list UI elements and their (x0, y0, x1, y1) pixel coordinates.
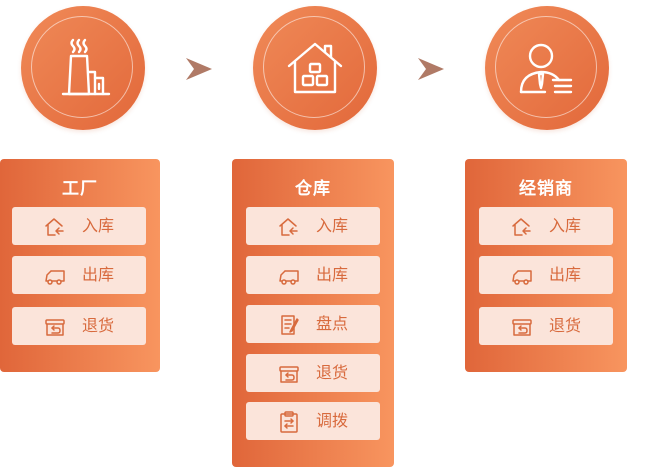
truck-icon (511, 265, 533, 287)
warehouse-panel: 仓库 入库 出库 盘点 退货 调拨 (232, 159, 394, 467)
item-label: 退货 (316, 363, 349, 382)
checklist-icon (278, 314, 300, 336)
truck-icon (278, 265, 300, 287)
factory-circle (21, 6, 145, 130)
item-label: 出库 (549, 265, 582, 284)
item-label: 调拨 (316, 411, 349, 430)
item-label: 入库 (549, 216, 582, 235)
distributor-item-inbound[interactable]: 入库 (479, 207, 613, 245)
distributor-item-return[interactable]: 退货 (479, 307, 613, 345)
item-label: 入库 (316, 216, 349, 235)
flow-arrow-2 (418, 58, 444, 80)
factory-item-outbound[interactable]: 出库 (12, 256, 146, 294)
distributor-panel: 经销商 入库 出库 退货 (465, 159, 627, 372)
item-label: 出库 (82, 265, 115, 284)
item-label: 退货 (82, 316, 115, 335)
flow-arrow-1 (186, 58, 212, 80)
return-box-icon (44, 316, 66, 338)
panel-title: 工厂 (62, 179, 98, 199)
warehouse-item-return[interactable]: 退货 (246, 354, 380, 392)
distributor-icon (519, 43, 573, 94)
return-box-icon (511, 316, 533, 338)
warehouse-circle (253, 6, 377, 130)
panel-title: 仓库 (295, 179, 331, 199)
item-label: 退货 (549, 316, 582, 335)
item-label: 盘点 (316, 314, 349, 333)
house-in-icon (278, 216, 300, 238)
factory-panel: 工厂 入库 出库 退货 (0, 159, 160, 372)
warehouse-item-transfer[interactable]: 调拨 (246, 402, 380, 440)
warehouse-item-inbound[interactable]: 入库 (246, 207, 380, 245)
distributor-circle (485, 6, 609, 130)
panel-title: 经销商 (519, 179, 573, 199)
distributor-item-outbound[interactable]: 出库 (479, 256, 613, 294)
transfer-clipboard-icon (278, 411, 300, 433)
house-in-icon (511, 216, 533, 238)
item-label: 入库 (82, 216, 115, 235)
warehouse-item-outbound[interactable]: 出库 (246, 256, 380, 294)
factory-item-return[interactable]: 退货 (12, 307, 146, 345)
house-in-icon (44, 216, 66, 238)
warehouse-item-stocktake[interactable]: 盘点 (246, 305, 380, 343)
warehouse-icon (287, 42, 343, 94)
factory-item-inbound[interactable]: 入库 (12, 207, 146, 245)
item-label: 出库 (316, 265, 349, 284)
truck-icon (44, 265, 66, 287)
return-box-icon (278, 363, 300, 385)
factory-icon (61, 38, 111, 96)
